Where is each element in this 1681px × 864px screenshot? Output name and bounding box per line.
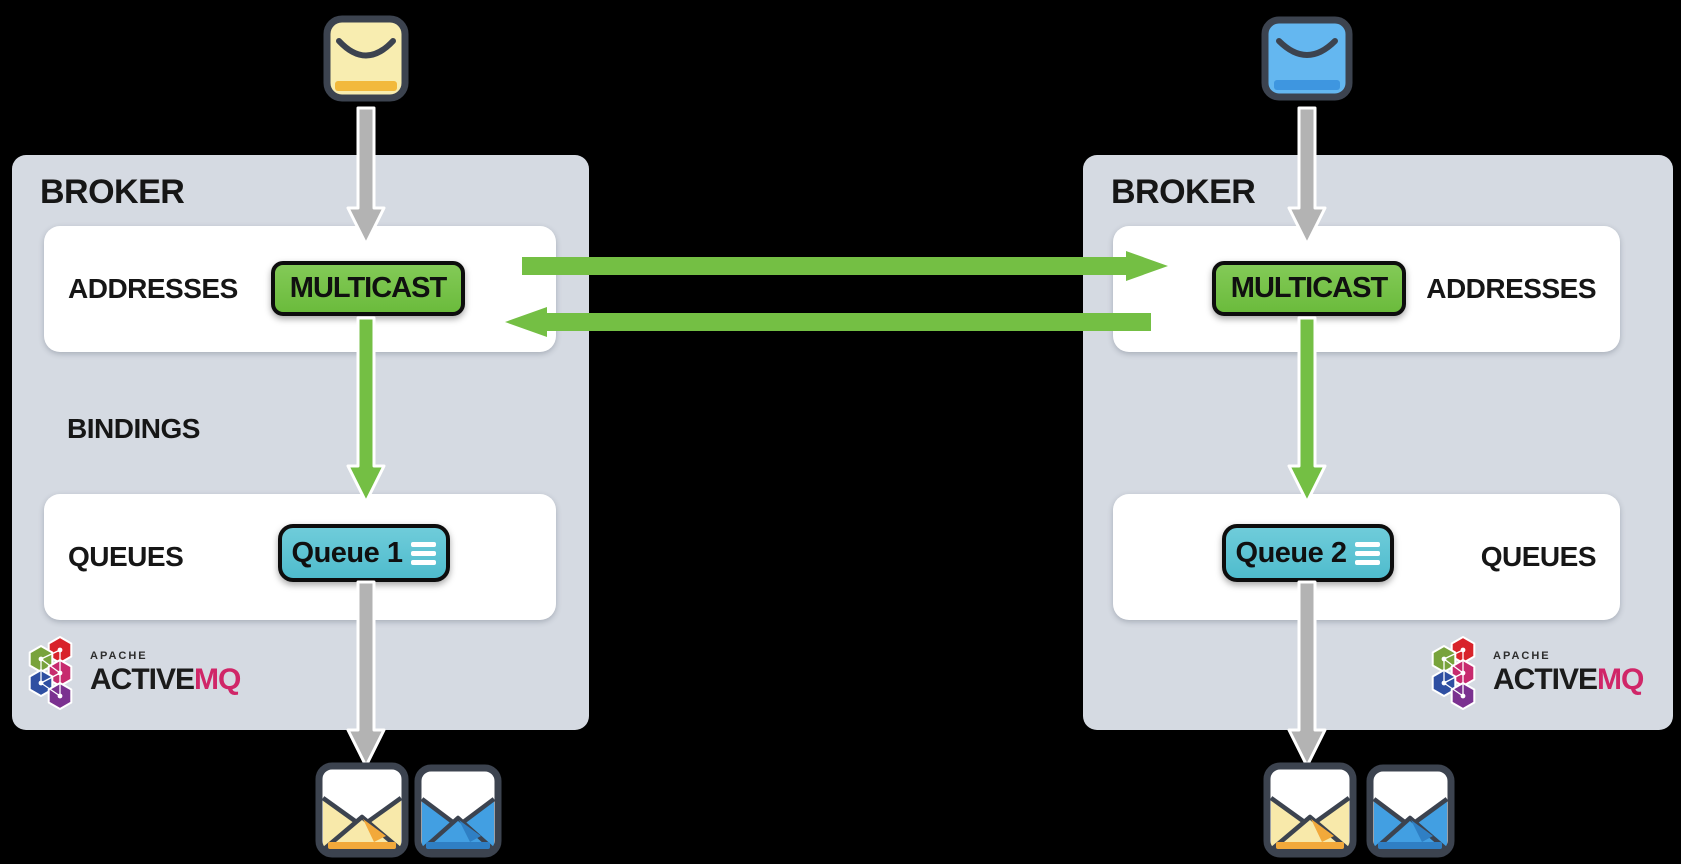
queue-to-consumer-arrow-left (346, 580, 386, 768)
queue-badge: Queue 1 (278, 524, 450, 582)
broker-title: BROKER (40, 173, 185, 211)
producer-message-icon-yellow (322, 14, 410, 104)
activemq-suffix: MQ (194, 662, 241, 696)
multicast-to-queue-arrow-left (346, 316, 386, 504)
addresses-label: ADDRESSES (68, 273, 238, 304)
activemq-wordmark: APACHE ACTIVEMQ (90, 649, 241, 696)
open-envelope-yellow-icon (315, 762, 409, 858)
open-envelope-yellow-icon (1263, 762, 1357, 858)
activemq-hexagon-icon (28, 636, 73, 710)
consumer-message-icon-yellow (315, 762, 409, 858)
federation-arrow-left-to-right (520, 249, 1170, 283)
queue-to-consumer-arrow-right (1287, 580, 1327, 768)
consumer-message-icon-blue (1366, 764, 1455, 858)
broker-title: BROKER (1111, 173, 1256, 211)
queue-badge-label: Queue 1 (291, 536, 403, 569)
queues-label: QUEUES (68, 541, 184, 572)
closed-envelope-blue-icon (1261, 16, 1353, 101)
open-envelope-blue-icon (1366, 764, 1455, 858)
queues-panel: Queue 2 QUEUES (1113, 494, 1620, 620)
queue-list-icon (411, 541, 437, 565)
consumer-message-icon-yellow (1263, 762, 1357, 858)
queue-badge: Queue 2 (1222, 524, 1394, 582)
apache-label: APACHE (1493, 649, 1551, 662)
producer-to-broker-arrow-left (346, 106, 386, 246)
addresses-label: ADDRESSES (1426, 273, 1596, 304)
activemq-logo: APACHE ACTIVEMQ (27, 635, 241, 710)
queue-badge-label: Queue 2 (1235, 536, 1347, 569)
activemq-name: ACTIVE (90, 662, 195, 696)
consumer-message-icon-blue (414, 764, 502, 858)
multicast-to-queue-arrow-right (1287, 316, 1327, 504)
activemq-suffix: MQ (1597, 662, 1644, 696)
queues-panel: QUEUES Queue 1 (44, 494, 556, 620)
queue-list-icon (1355, 541, 1381, 565)
producer-message-icon-blue (1260, 16, 1354, 102)
activemq-wordmark: APACHE ACTIVEMQ (1493, 649, 1644, 696)
activemq-name: ACTIVE (1493, 662, 1598, 696)
multicast-address-badge: MULTICAST (1212, 261, 1406, 316)
closed-envelope-yellow-icon (323, 15, 409, 102)
queues-label: QUEUES (1480, 541, 1597, 572)
broker-box-left: BROKER ADDRESSES MULTICAST BINDINGS QUEU… (12, 155, 589, 730)
multicast-address-badge: MULTICAST (271, 261, 465, 316)
addresses-panel: MULTICAST ADDRESSES (1113, 226, 1620, 352)
activemq-hexagon-icon (1431, 636, 1476, 710)
addresses-panel: ADDRESSES MULTICAST (44, 226, 556, 352)
activemq-logo: APACHE ACTIVEMQ (1430, 635, 1644, 710)
apache-label: APACHE (90, 649, 148, 662)
open-envelope-blue-icon (414, 764, 502, 858)
broker-box-right: BROKER MULTICAST ADDRESSES Queue 2 QUEUE… (1083, 155, 1673, 730)
federation-arrow-right-to-left (503, 305, 1153, 339)
bindings-label: BINDINGS (67, 413, 200, 444)
producer-to-broker-arrow-right (1287, 106, 1327, 246)
